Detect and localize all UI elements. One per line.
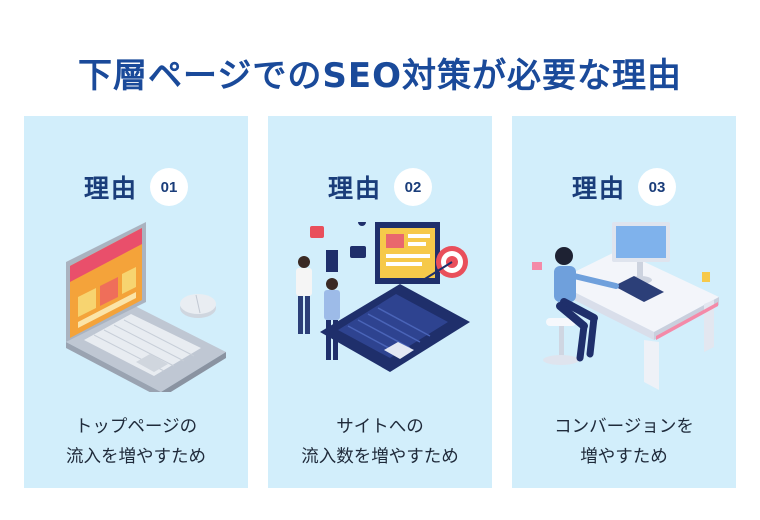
- reason-card-2: 理由 02: [268, 116, 492, 488]
- reason-label: 理由: [327, 174, 382, 203]
- caption-line: サイトへの: [336, 417, 424, 437]
- reason-header-1: 理由 01: [24, 168, 248, 206]
- caption-line: トップページの: [74, 417, 198, 437]
- caption-line: 増やすため: [580, 447, 668, 467]
- reason-number-badge: 02: [394, 168, 432, 206]
- reason-caption-3: コンバージョンを 増やすため: [512, 412, 736, 472]
- caption-line: 流入を増やすため: [66, 447, 206, 467]
- reason-header-3: 理由 03: [512, 168, 736, 206]
- seo-team-illustration: [296, 222, 470, 372]
- reason-header-2: 理由 02: [268, 168, 492, 206]
- desk-worker-illustration: [532, 222, 719, 390]
- caption-line: 流入数を増やすため: [301, 447, 459, 467]
- reason-card-3: 理由 03 コンバージョンを 増やすため: [512, 116, 736, 488]
- reason-number-badge: 01: [150, 168, 188, 206]
- reason-card-1: 理由 01 トップページの 流入を増やすため: [24, 116, 248, 488]
- caption-line: コンバージョンを: [554, 417, 694, 437]
- reason-number-badge: 03: [638, 168, 676, 206]
- laptop-illustration: [66, 222, 226, 392]
- page-title: 下層ページでのSEO対策が必要な理由: [78, 56, 682, 96]
- reason-label: 理由: [83, 174, 138, 203]
- reason-caption-1: トップページの 流入を増やすため: [24, 412, 248, 472]
- reason-label: 理由: [571, 174, 626, 203]
- reason-caption-2: サイトへの 流入数を増やすため: [268, 412, 492, 472]
